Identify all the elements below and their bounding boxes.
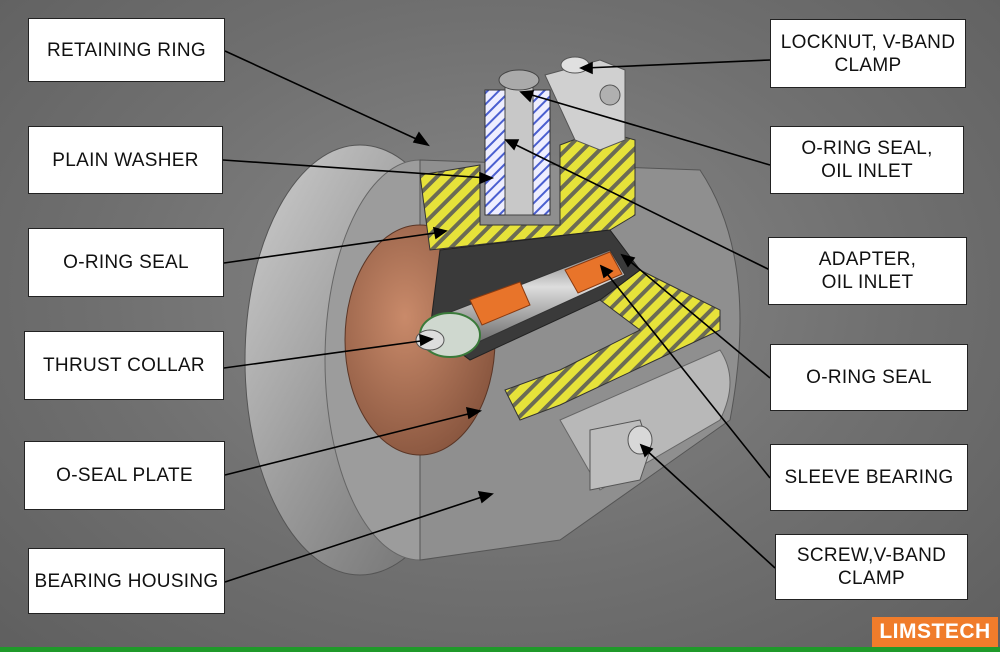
label-thrust-collar: THRUST COLLAR <box>24 331 224 400</box>
label-retaining-ring: RETAINING RING <box>28 18 225 82</box>
label-locknut-vband-clamp: LOCKNUT, V-BAND CLAMP <box>770 19 966 88</box>
label-plain-washer: PLAIN WASHER <box>28 126 223 194</box>
label-screw-vband-clamp: SCREW,V-BAND CLAMP <box>775 534 968 600</box>
label-o-seal-plate: O-SEAL PLATE <box>24 441 225 510</box>
bottom-bar <box>0 647 1000 652</box>
label-o-ring-seal-oil-inlet: O-RING SEAL, OIL INLET <box>770 126 964 194</box>
section-right <box>504 269 721 421</box>
label-sleeve-bearing: SLEEVE BEARING <box>770 444 968 511</box>
limstech-logo: LIMSTECH <box>872 617 998 647</box>
sleeve-bearing <box>564 251 623 294</box>
label-bearing-housing: BEARING HOUSING <box>28 548 225 614</box>
label-o-ring-seal-right: O-RING SEAL <box>770 344 968 411</box>
locknut-clamp <box>544 59 626 151</box>
label-adapter-oil-inlet: ADAPTER, OIL INLET <box>768 237 967 305</box>
label-o-ring-seal-left: O-RING SEAL <box>28 228 224 297</box>
leader-lines <box>222 50 776 583</box>
